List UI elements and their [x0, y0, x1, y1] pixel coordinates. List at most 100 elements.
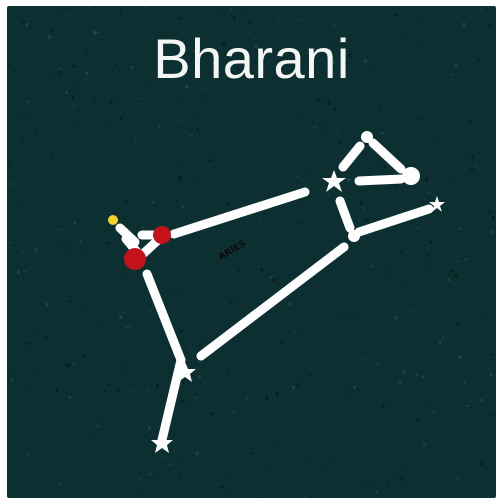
speckle	[425, 265, 428, 267]
speckle	[466, 404, 469, 407]
speckle	[139, 489, 141, 492]
speckle	[432, 140, 435, 143]
speckle	[230, 301, 233, 303]
speckle	[199, 343, 202, 346]
speckle	[308, 374, 311, 377]
speckle	[78, 167, 81, 169]
speckle	[78, 375, 80, 376]
speckle	[60, 241, 63, 243]
speckle	[126, 402, 128, 404]
speckle	[392, 493, 394, 495]
star-white-3	[348, 230, 360, 242]
speckle	[470, 168, 474, 171]
speckle	[359, 201, 363, 205]
speckle	[403, 34, 407, 36]
speckle	[338, 140, 342, 144]
speckle	[362, 208, 365, 210]
speckle	[456, 322, 459, 325]
speckle	[7, 161, 10, 164]
speckle	[58, 13, 60, 16]
speckle	[250, 452, 254, 455]
speckle	[145, 6, 148, 9]
speckle	[119, 117, 122, 120]
speckle	[44, 336, 48, 339]
constellation-figure	[7, 6, 496, 498]
speckle	[96, 425, 99, 428]
constellation-lines	[115, 138, 434, 445]
speckle	[246, 281, 248, 283]
speckle	[21, 139, 24, 142]
speckle	[237, 68, 239, 70]
speckle	[104, 265, 107, 267]
speckle	[190, 134, 193, 137]
speckle	[439, 340, 442, 344]
speckle	[370, 70, 372, 73]
speckle	[75, 375, 77, 377]
speckle	[399, 478, 402, 481]
speckle	[213, 312, 215, 314]
speckle	[163, 143, 166, 145]
speckle	[327, 101, 330, 105]
speckle	[333, 24, 336, 27]
star-red-large	[124, 248, 146, 270]
speckle	[269, 484, 271, 486]
speckle	[433, 215, 435, 217]
speckle	[412, 252, 415, 255]
speckle	[82, 353, 85, 357]
speckle	[224, 476, 226, 478]
speckle	[385, 482, 389, 485]
star-shape-3	[151, 433, 173, 453]
speckle	[65, 91, 68, 95]
star-shape-1	[322, 170, 346, 192]
speckle	[228, 49, 230, 51]
speckle	[49, 75, 52, 79]
speckle	[192, 50, 195, 52]
speckle	[444, 285, 446, 287]
speckle	[87, 6, 90, 8]
speckle	[181, 204, 184, 208]
speckle	[51, 29, 53, 32]
speckle	[430, 218, 432, 220]
speckle	[17, 270, 20, 274]
speckle	[65, 99, 67, 101]
speckle	[402, 369, 406, 374]
speckle	[204, 87, 207, 90]
line-13	[139, 236, 162, 258]
speckle	[488, 23, 492, 28]
speckle	[88, 79, 90, 80]
speckle	[117, 389, 120, 392]
speckle	[450, 183, 453, 185]
speckle	[58, 205, 60, 207]
speckle	[185, 85, 189, 89]
speckle	[22, 115, 26, 118]
speckle	[226, 202, 230, 206]
speckle	[210, 412, 213, 415]
speckle	[169, 463, 172, 466]
speckle	[231, 462, 233, 464]
speckle	[34, 132, 37, 135]
speckle	[488, 212, 492, 214]
speckle	[256, 492, 258, 494]
speckle	[229, 8, 232, 10]
speckle	[405, 282, 408, 285]
speckle	[79, 438, 81, 440]
speckle	[73, 221, 77, 225]
speckle	[459, 227, 462, 230]
speckle	[441, 175, 443, 177]
speckle	[417, 227, 419, 230]
speckle	[447, 278, 450, 282]
speckle	[355, 315, 358, 318]
speckle	[39, 492, 41, 493]
speckle	[105, 241, 109, 244]
speckle	[132, 310, 134, 312]
speckle	[333, 108, 337, 111]
speckle	[182, 381, 185, 385]
speckle	[85, 71, 88, 75]
speckle	[417, 20, 419, 23]
speckle	[27, 453, 31, 456]
speckle	[417, 118, 420, 121]
speckle	[161, 34, 164, 37]
speckle	[474, 165, 476, 168]
speckle	[27, 342, 31, 345]
speckle	[464, 257, 467, 261]
